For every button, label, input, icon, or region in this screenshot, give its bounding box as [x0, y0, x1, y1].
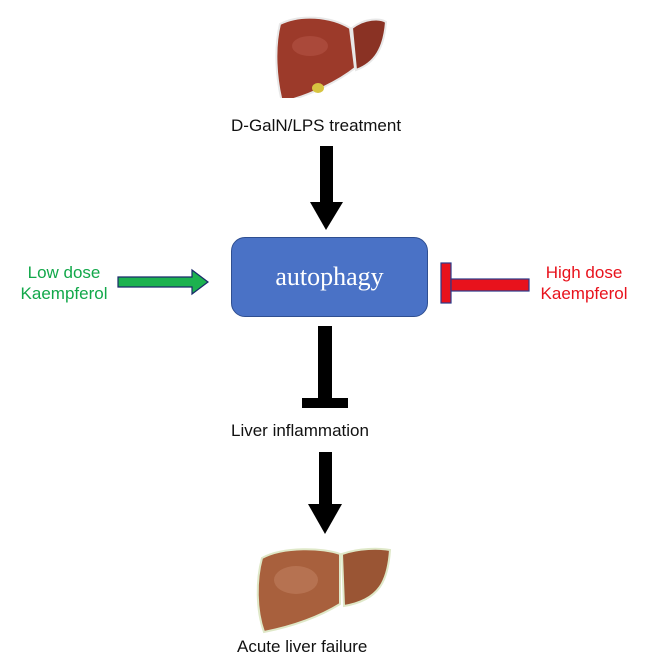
- low-dose-line2: Kaempferol: [20, 284, 108, 303]
- low-dose-line1: Low dose: [27, 263, 101, 282]
- high-dose-line2: Kaempferol: [540, 284, 628, 303]
- treatment-label: D-GalN/LPS treatment: [231, 116, 402, 135]
- low-dose-label: Low dose Kaempferol: [8, 262, 120, 304]
- outcome-label: Acute liver failure: [237, 637, 368, 656]
- autophagy-node: autophagy: [231, 237, 428, 317]
- activation-arrow-treatment: [310, 146, 343, 230]
- inflammation-label: Liver inflammation: [231, 421, 369, 440]
- high-dose-label: High dose Kaempferol: [532, 262, 636, 304]
- failed-liver-image: [256, 547, 392, 634]
- activation-arrow-low-dose: [117, 268, 209, 296]
- high-dose-line1: High dose: [545, 263, 623, 282]
- activation-arrow-inflammation: [308, 452, 342, 534]
- autophagy-label: autophagy: [275, 262, 384, 291]
- healthy-liver-image: [275, 16, 388, 98]
- inhibition-bar-autophagy: [302, 326, 348, 408]
- inhibition-bar-high-dose: [440, 262, 530, 304]
